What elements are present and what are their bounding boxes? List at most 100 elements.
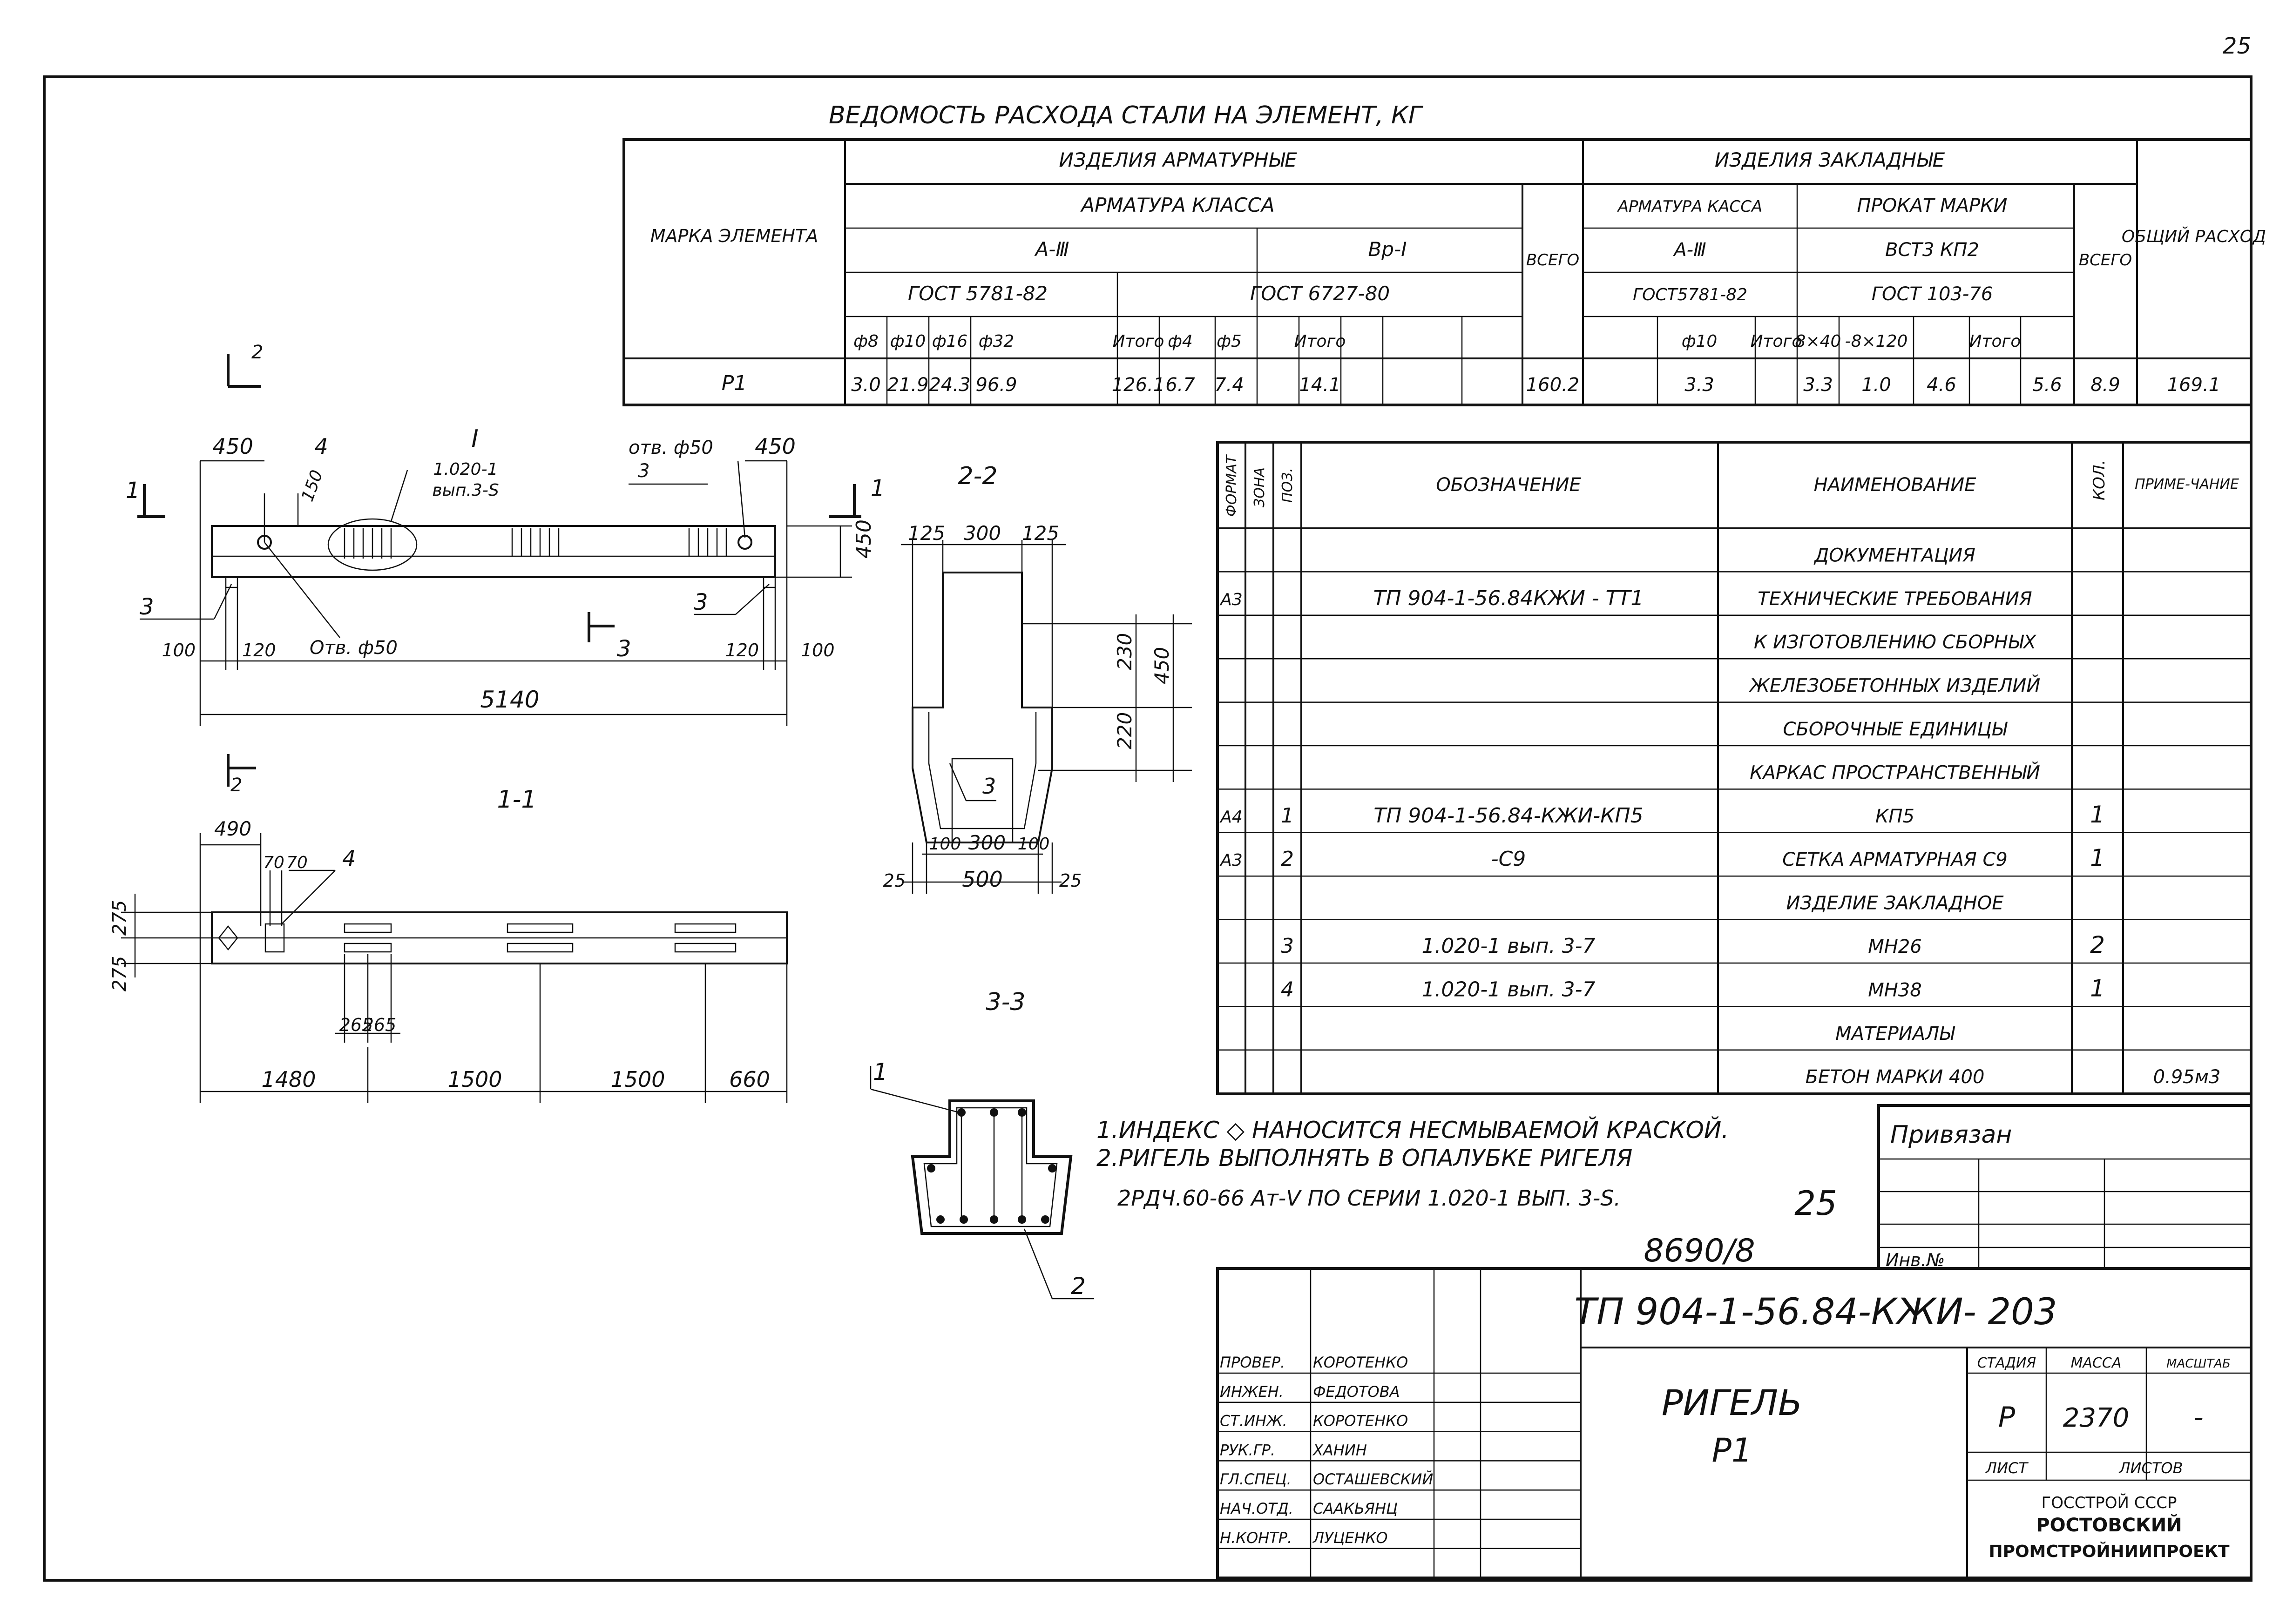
sec22-d125b: 125 — [1022, 522, 1059, 545]
sec22-d500: 500 — [962, 867, 1003, 892]
stamp-name1: РИГЕЛЬ — [1662, 1382, 1802, 1423]
privyazan-inv: Инв.№ — [1886, 1250, 1945, 1270]
stamp-sheets: ЛИСТОВ — [2118, 1459, 2183, 1477]
stamp-stage: Р — [1998, 1401, 2016, 1434]
plan-d275b: 275 — [109, 956, 130, 991]
elev-d020b: вып.3-S — [432, 481, 499, 500]
sec22-title: 2-2 — [958, 462, 998, 490]
spec-qty: 1 — [2090, 844, 2105, 871]
elevation-view: 450 4 Ⅰ 1.020-1 вып.3-S отв. ф50 3 450 1… — [126, 342, 885, 796]
steel-value: 24.3 — [929, 374, 970, 396]
sec22-d450: 450 — [1150, 647, 1173, 684]
steel-value: 96.9 — [975, 374, 1017, 396]
stamp-org1: ГОССТРОЙ СССР — [2042, 1493, 2177, 1512]
elev-d120b: 120 — [725, 640, 759, 660]
steel-table: ВЕДОМОСТЬ РАСХОДА СТАЛИ НА ЭЛЕМЕНТ, КГ — [622, 101, 2266, 406]
spec-designation: 1.020-1 вып. 3-7 — [1421, 934, 1595, 958]
stamp-scale-h: МАСШТАБ — [2166, 1357, 2231, 1371]
signature-role: ИНЖЕН. — [1220, 1383, 1284, 1401]
sec22-d25b: 25 — [1059, 870, 1082, 891]
spec-designation: ТП 904-1-56.84-КЖИ-КП5 — [1373, 804, 1643, 828]
elev-pos3-right: 3 — [694, 589, 708, 615]
signature-role: НАЧ.ОТД. — [1220, 1500, 1293, 1517]
spec-format: А3 — [1219, 590, 1243, 609]
plan-d70a: 70 — [263, 853, 284, 872]
spec-pos: 1 — [1281, 804, 1294, 828]
steel-table-title: ВЕДОМОСТЬ РАСХОДА СТАЛИ НА ЭЛЕМЕНТ, КГ — [829, 101, 1424, 129]
stamp-name2: Р1 — [1712, 1431, 1752, 1469]
sec22-d100a: 100 — [929, 835, 961, 854]
spec-name: ЖЕЛЕЗОБЕТОННЫХ ИЗДЕЛИЙ — [1748, 674, 2041, 697]
signature-role: ГЛ.СПЕЦ. — [1220, 1470, 1292, 1488]
spec-pos: 2 — [1281, 847, 1294, 871]
signature-person: ОСТАШЕВСКИЙ — [1313, 1470, 1433, 1488]
elev-d100a: 100 — [162, 640, 196, 660]
spec-pos: 3 — [1281, 934, 1294, 958]
signature-person: КОРОТЕНКО — [1313, 1354, 1408, 1371]
spec-qty: 1 — [2090, 801, 2105, 828]
spec-qty: 1 — [2090, 975, 2105, 1002]
elev-d150: 150 — [298, 467, 327, 504]
spec-h-name: НАИМЕНОВАНИЕ — [1814, 474, 1977, 496]
plan-d4: 4 — [342, 846, 356, 871]
stamp-stage-h: СТАДИЯ — [1977, 1355, 2036, 1371]
sec-mark-3: 3 — [617, 636, 631, 662]
spec-designation: ТП 904-1-56.84КЖИ - ТТ1 — [1373, 586, 1644, 610]
steel-value: 8.9 — [2090, 374, 2120, 396]
sec22-d100b: 100 — [1018, 835, 1050, 854]
signature-role: Н.КОНТР. — [1220, 1529, 1292, 1547]
spec-name: ТЕХНИЧЕСКИЕ ТРЕБОВАНИЯ — [1758, 588, 2032, 610]
spec-note: 0.95м3 — [2153, 1066, 2221, 1088]
note-hand2: 8690/8 — [1644, 1233, 1755, 1269]
plan-d1480: 1480 — [261, 1067, 316, 1092]
spec-h-format: ФОРМАТ — [1224, 454, 1240, 517]
sec22-d300b: 300 — [968, 831, 1006, 854]
stamp-code: ТП 904-1-56.84-КЖИ- 203 — [1575, 1291, 2057, 1333]
signature-person: СААКЬЯНЦ — [1313, 1500, 1398, 1517]
sec-mark-1-left: 1 — [126, 478, 140, 504]
vst-header: ВСТ3 КП2 — [1885, 239, 1979, 261]
steel-value: 1.0 — [1861, 374, 1891, 396]
arm-class-header: АРМАТУРА КЛАССА — [1080, 194, 1274, 216]
arm-kass-header: АРМАТУРА КАССА — [1617, 197, 1763, 216]
plan-d490: 490 — [214, 817, 251, 840]
elev-hole1: отв. ф50 — [629, 437, 713, 458]
spec-name: К ИЗГОТОВЛЕНИЮ СБОРНЫХ — [1754, 632, 2037, 653]
steel-subheader: ф10 — [1682, 332, 1718, 351]
spec-name: КАРКАС ПРОСТРАНСТВЕННЫЙ — [1750, 761, 2040, 783]
page-number: 25 — [2223, 33, 2251, 59]
sec22-d3: 3 — [982, 774, 996, 799]
gost-bp: ГОСТ 6727-80 — [1250, 282, 1390, 305]
spec-designation: -С9 — [1491, 847, 1526, 871]
steel-value: 3.0 — [851, 374, 881, 396]
spec-name: МН38 — [1868, 979, 1922, 1001]
steel-value: 3.3 — [1803, 374, 1833, 396]
plan-d1500a: 1500 — [447, 1067, 502, 1092]
elev-d120a: 120 — [242, 640, 276, 660]
gost-prokat: ГОСТ 103-76 — [1872, 283, 1993, 305]
signature-person: ХАНИН — [1312, 1441, 1367, 1459]
steel-subheader: -8×120 — [1845, 332, 1908, 351]
sec-mark-2-bottom: 2 — [230, 775, 242, 796]
section-2-2: 2-2 125 300 125 230 220 4 — [883, 462, 1192, 894]
plan-view: 1-1 — [109, 786, 788, 1103]
spec-designation: 1.020-1 вып. 3-7 — [1421, 977, 1595, 1001]
steel-subheader: ф4 — [1168, 332, 1193, 351]
a3b-header: А-Ⅲ — [1672, 239, 1706, 261]
plan-title: 1-1 — [497, 786, 537, 814]
plan-d265b: 265 — [363, 1015, 397, 1035]
spec-name: БЕТОН МАРКИ 400 — [1806, 1066, 1985, 1088]
total-header-text: ОБЩИЙ РАСХОД — [2122, 227, 2266, 246]
vsego2-header: ВСЕГО — [2079, 251, 2132, 270]
hole-right — [737, 535, 752, 550]
signature-role: ПРОВЕР. — [1220, 1354, 1285, 1371]
sec33-lbl1: 1 — [873, 1058, 888, 1085]
steel-value: 7.4 — [1214, 374, 1244, 396]
signature-person: ЛУЦЕНКО — [1312, 1529, 1388, 1547]
steel-value: 160.2 — [1526, 374, 1580, 396]
stamp-org3: ПРОМСТРОЙНИИПРОЕКТ — [1989, 1542, 2230, 1561]
sec33-lbl2: 2 — [1071, 1273, 1086, 1300]
signature-role: РУК.ГР. — [1220, 1441, 1275, 1459]
spec-table: ФОРМАТ ЗОНА ПОЗ. ОБОЗНАЧЕНИЕ НАИМЕНОВАНИ… — [1216, 441, 2252, 1095]
